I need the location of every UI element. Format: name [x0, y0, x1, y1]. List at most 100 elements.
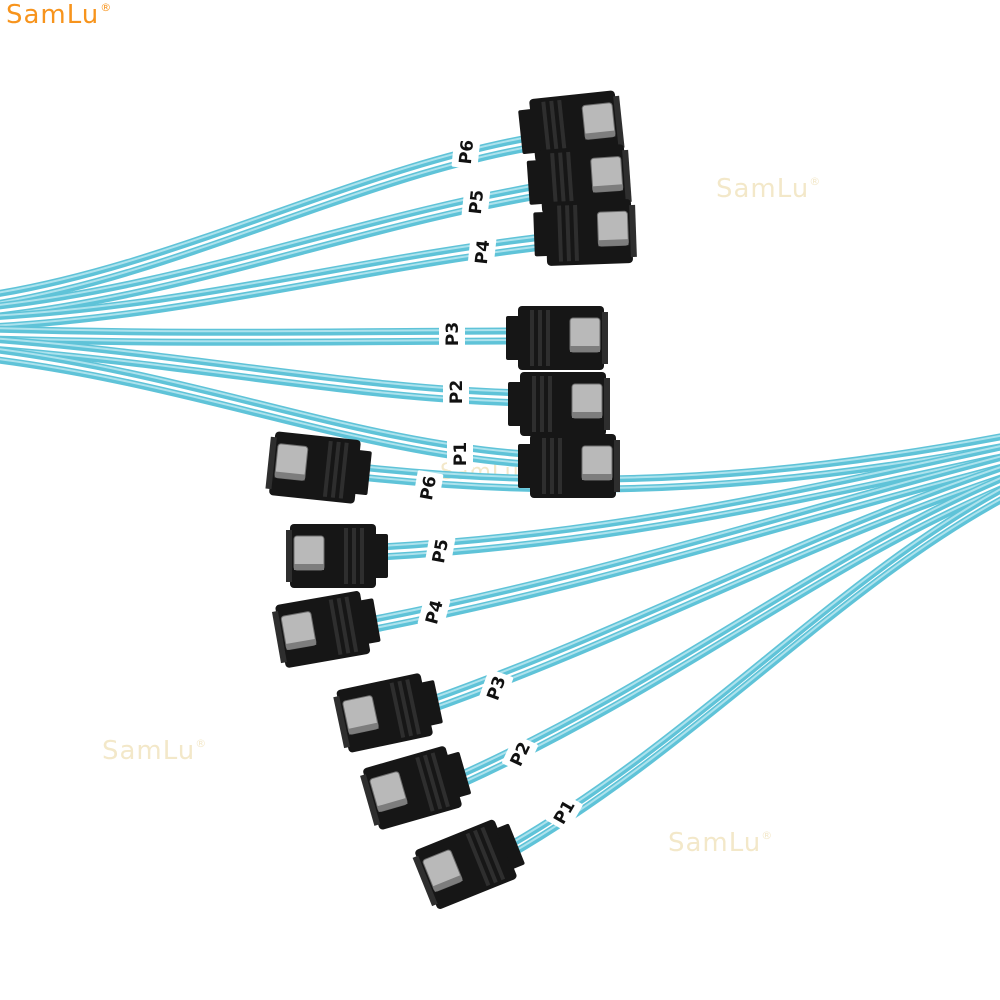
- connector-boot: [526, 160, 544, 205]
- port-label-sleeve: [461, 184, 491, 220]
- connector-rib: [397, 680, 413, 737]
- connector-rib: [546, 310, 550, 366]
- connector-boot: [420, 680, 443, 726]
- bottom-cable-4-highlight: [429, 466, 1000, 700]
- bottom-cable-3-highlight: [369, 455, 1000, 620]
- connector-face: [360, 774, 381, 826]
- port-label-sleeve: [467, 234, 497, 270]
- top-port-label-6: P1: [447, 438, 473, 470]
- bottom-cable-2-highlight: [379, 455, 1000, 557]
- connector-rib: [557, 205, 564, 262]
- connector-boot: [533, 212, 549, 257]
- connector-latch: [280, 611, 317, 650]
- connector-rib: [540, 376, 544, 432]
- connector-rib: [550, 438, 554, 494]
- connector-boot: [518, 444, 532, 488]
- connector-boot: [508, 382, 522, 426]
- bottom-port-label-4: P3: [478, 669, 514, 707]
- top-port-label-2: P5: [461, 184, 491, 220]
- connector-rib: [465, 832, 491, 887]
- port-label-text: P5: [466, 189, 488, 215]
- connector-rib: [344, 596, 359, 653]
- port-label-text: P2: [447, 380, 467, 404]
- connector-boot: [446, 752, 471, 798]
- connector-latch-shade: [285, 638, 317, 650]
- port-label-sleeve: [447, 438, 473, 470]
- connector-rib: [558, 152, 567, 209]
- top-connector-2: [526, 144, 632, 214]
- connector-rib: [344, 528, 348, 584]
- connector-face: [629, 204, 637, 258]
- connector-rib: [532, 376, 536, 432]
- connector-rib: [330, 441, 341, 498]
- bottom-connector-5: [360, 746, 471, 830]
- connector-face: [412, 855, 438, 907]
- watermark: SamLu®: [716, 176, 821, 202]
- port-label-sleeve: [443, 376, 469, 408]
- top-port-label-1: P6: [451, 134, 481, 170]
- port-label-text: P3: [443, 322, 463, 346]
- top-connector-5: [508, 372, 610, 436]
- brand-logo: SamLu®: [6, 2, 112, 28]
- connector-face: [271, 610, 287, 664]
- bottom-connector-4: [333, 673, 443, 753]
- top-connector-1: [518, 90, 625, 163]
- bottom-connector-3: [271, 591, 381, 668]
- watermark-text: SamLu: [668, 828, 762, 858]
- connector-rib: [405, 679, 421, 735]
- connector-rib: [473, 829, 498, 884]
- watermark-mark: ®: [195, 737, 208, 750]
- connector-latch-shade: [592, 184, 623, 193]
- top-port-label-5: P2: [443, 376, 469, 408]
- port-label-text: P6: [456, 139, 478, 165]
- connector-face: [265, 436, 277, 490]
- brand-logo-text: SamLu: [6, 0, 100, 30]
- connector-rib: [322, 440, 333, 497]
- watermark-text: SamLu: [102, 736, 196, 766]
- connector-rib: [565, 205, 571, 262]
- connector-rib: [566, 151, 575, 209]
- connector-latch-shade: [432, 875, 463, 892]
- connector-rib: [360, 528, 364, 584]
- bottom-port-label-3: P4: [417, 593, 451, 631]
- watermark-mark: ®: [809, 175, 822, 188]
- top-port-label-4: P3: [439, 318, 465, 350]
- connector-latch-shade: [570, 346, 600, 352]
- connector-rib: [338, 442, 349, 499]
- bottom-cable-5-highlight: [459, 487, 1000, 785]
- cables-layer: [0, 131, 1000, 859]
- connector-face: [613, 95, 625, 149]
- port-label-sleeve: [545, 792, 583, 832]
- connector-latch-shade: [348, 722, 379, 735]
- port-label-text: P5: [429, 537, 453, 564]
- port-label-sleeve: [478, 669, 514, 707]
- bottom-cable-6-highlight: [509, 498, 1000, 855]
- connector-boot: [518, 109, 537, 154]
- bottom-cable-1-highlight: [359, 434, 1000, 480]
- bottom-port-label-2: P5: [424, 533, 456, 569]
- connector-boot: [496, 823, 525, 869]
- connector-boot: [359, 598, 381, 644]
- connector-rib: [538, 310, 542, 366]
- connector-rib: [430, 752, 450, 808]
- connector-latch-shade: [582, 474, 612, 480]
- bottom-cable-4-highlight: [429, 476, 1000, 710]
- connector-rib: [336, 597, 351, 654]
- connector-rib: [548, 376, 552, 432]
- connector-rib: [573, 204, 579, 262]
- bottom-cable-5-highlight: [459, 477, 1000, 775]
- port-label-sleeve: [412, 470, 444, 506]
- connector-face: [602, 312, 608, 364]
- connector-rib: [549, 100, 560, 157]
- port-label-text: P4: [472, 239, 494, 265]
- connector-rib: [530, 310, 534, 366]
- bottom-connector-2: [286, 524, 388, 588]
- connector-rib: [389, 682, 406, 738]
- port-label-sleeve: [439, 318, 465, 350]
- connector-latch-shade: [598, 239, 629, 247]
- connector-face: [604, 378, 610, 430]
- connector-latch: [596, 210, 629, 247]
